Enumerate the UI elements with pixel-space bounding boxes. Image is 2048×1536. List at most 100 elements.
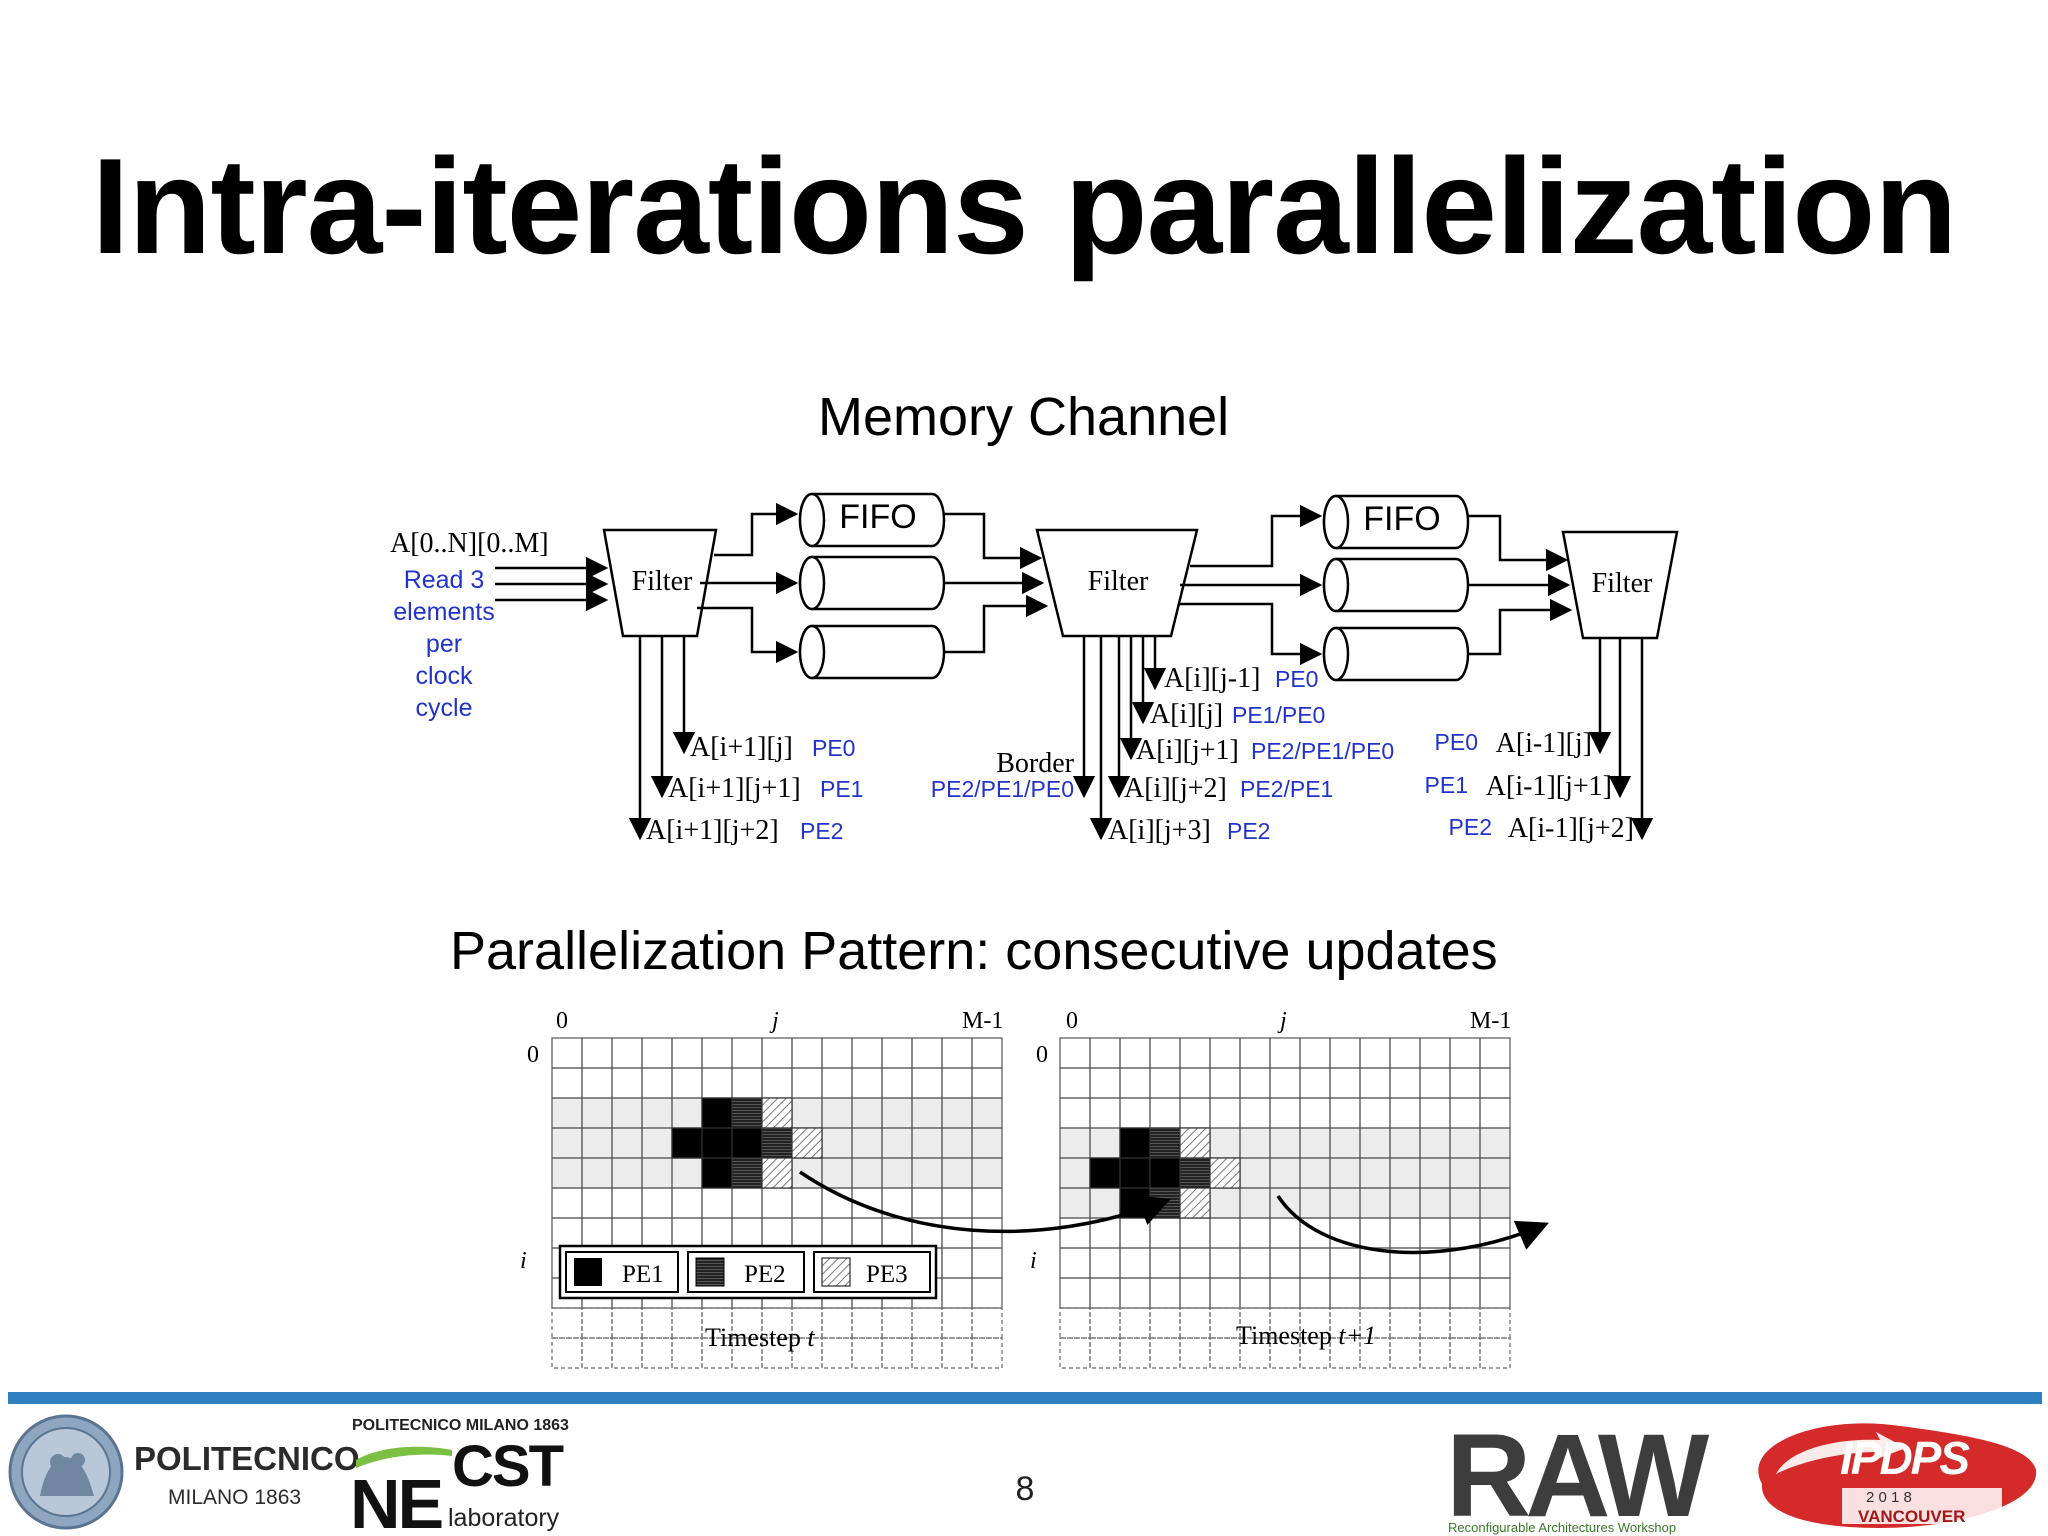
col-mid-label: j bbox=[1277, 1008, 1287, 1034]
timestep-caption: Timestep t+1 bbox=[1236, 1321, 1376, 1350]
grid-cell-pending bbox=[581, 1307, 613, 1339]
grid-cell bbox=[1299, 1067, 1331, 1099]
grid-cell bbox=[1449, 1067, 1481, 1099]
output-expr: A[i+1][j+2] bbox=[646, 815, 779, 846]
grid-cell bbox=[941, 1037, 973, 1069]
grid-cell-pending bbox=[1419, 1337, 1451, 1369]
grid-cell bbox=[1449, 1217, 1481, 1249]
stencil-cell bbox=[1119, 1127, 1151, 1159]
grid-cell bbox=[1359, 1277, 1391, 1309]
grid-cell bbox=[1089, 1037, 1121, 1069]
read-note-line: Read 3 bbox=[404, 566, 485, 594]
output-expr: A[i-1][j+2] bbox=[1508, 813, 1634, 844]
grid-cell bbox=[1119, 1097, 1151, 1129]
grid-cell-pending bbox=[1119, 1307, 1151, 1339]
grid-cell bbox=[761, 1217, 793, 1249]
flow-arrow bbox=[697, 606, 799, 664]
grid-cell-pending bbox=[941, 1337, 973, 1369]
grid-cell bbox=[641, 1187, 673, 1219]
grid-cell bbox=[941, 1277, 973, 1309]
grid-cell bbox=[1209, 1097, 1241, 1129]
grid-cell bbox=[701, 1067, 733, 1099]
stencil-cell bbox=[1179, 1187, 1211, 1219]
grid-cell bbox=[971, 1247, 1003, 1279]
pattern-heading: Parallelization Pattern: consecutive upd… bbox=[450, 921, 1498, 981]
stencil-cell bbox=[1149, 1127, 1181, 1159]
filter-block bbox=[602, 528, 718, 638]
pe-tag: PE2 bbox=[1227, 818, 1270, 844]
grid-cell bbox=[1119, 1067, 1151, 1099]
border-label: Border bbox=[996, 748, 1074, 779]
grid-cell bbox=[1329, 1097, 1361, 1129]
grid-cell bbox=[1179, 1247, 1211, 1279]
grid-cell bbox=[581, 1037, 613, 1069]
col-end-label: M-1 bbox=[962, 1008, 1003, 1034]
grid-cell bbox=[1119, 1037, 1151, 1069]
stencil-cell bbox=[761, 1097, 793, 1129]
grid-cell bbox=[701, 1037, 733, 1069]
stencil-cell bbox=[791, 1127, 823, 1159]
necst-sub: laboratory bbox=[448, 1504, 560, 1532]
grid-cell bbox=[791, 1187, 823, 1219]
grid-cell-pending bbox=[971, 1337, 1003, 1369]
stencil-cell bbox=[1149, 1157, 1181, 1189]
grid-cell bbox=[731, 1217, 763, 1249]
grid-cell bbox=[1389, 1277, 1421, 1309]
grid-cell bbox=[941, 1247, 973, 1279]
grid-cell bbox=[761, 1067, 793, 1099]
grid-cell bbox=[731, 1067, 763, 1099]
grid-cell bbox=[1359, 1097, 1391, 1129]
grid-cell bbox=[851, 1217, 883, 1249]
grid-cell bbox=[1149, 1097, 1181, 1129]
stencil-cell bbox=[701, 1127, 733, 1159]
grid-cell bbox=[821, 1037, 853, 1069]
grid-cell bbox=[1089, 1067, 1121, 1099]
grid-cell-pending bbox=[851, 1337, 883, 1369]
grid-cell-pending bbox=[1419, 1307, 1451, 1339]
grid-cell bbox=[1419, 1217, 1451, 1249]
grid-cell bbox=[1419, 1037, 1451, 1069]
ipdps-city: VANCOUVER bbox=[1858, 1507, 1965, 1526]
grid-cell-pending bbox=[1479, 1307, 1511, 1339]
grid-cell bbox=[1089, 1097, 1121, 1129]
stencil-cell bbox=[1209, 1157, 1241, 1189]
grid-cell bbox=[671, 1037, 703, 1069]
grid-cell bbox=[1389, 1097, 1421, 1129]
grid-cell-pending bbox=[1059, 1337, 1091, 1369]
stencil-cell bbox=[701, 1097, 733, 1129]
pe-tag: PE2/PE1/PE0 bbox=[1251, 738, 1394, 764]
stencil-cell bbox=[731, 1157, 763, 1189]
grid-cell bbox=[671, 1217, 703, 1249]
legend-swatch-pe3 bbox=[821, 1257, 851, 1287]
grid-cell-pending bbox=[551, 1307, 583, 1339]
grid-cell bbox=[581, 1187, 613, 1219]
grid-cell bbox=[701, 1187, 733, 1219]
grid-cell bbox=[1209, 1277, 1241, 1309]
grid-cell bbox=[1209, 1247, 1241, 1279]
necst-top: POLITECNICO MILANO 1863 bbox=[352, 1417, 569, 1434]
grid-cell bbox=[1479, 1097, 1511, 1129]
grid-cell bbox=[1329, 1247, 1361, 1279]
grid-cell bbox=[671, 1187, 703, 1219]
grid-cell bbox=[1209, 1217, 1241, 1249]
grid-cell-pending bbox=[911, 1307, 943, 1339]
transition-arrow bbox=[799, 1170, 1171, 1234]
output-expr: A[i+1][j+1] bbox=[668, 773, 801, 804]
grid-cell bbox=[1089, 1247, 1121, 1279]
output-expr: A[i][j] bbox=[1150, 699, 1223, 730]
grid-cell-pending bbox=[881, 1337, 913, 1369]
footer-rule bbox=[8, 1392, 2042, 1404]
page-number: 8 bbox=[1015, 1470, 1035, 1508]
pe-tag: PE0 bbox=[812, 735, 855, 761]
read-note-line: cycle bbox=[416, 694, 473, 722]
grid-cell bbox=[1389, 1217, 1421, 1249]
grid-cell bbox=[1149, 1277, 1181, 1309]
grid-cell-pending bbox=[641, 1307, 673, 1339]
pe-tag: PE2 bbox=[800, 818, 843, 844]
legend: PE1 PE2 PE3 bbox=[558, 1244, 938, 1300]
grid-cell bbox=[1269, 1217, 1301, 1249]
grid-cell bbox=[1389, 1067, 1421, 1099]
grid-cell bbox=[761, 1037, 793, 1069]
flow-arrow bbox=[944, 594, 1049, 654]
